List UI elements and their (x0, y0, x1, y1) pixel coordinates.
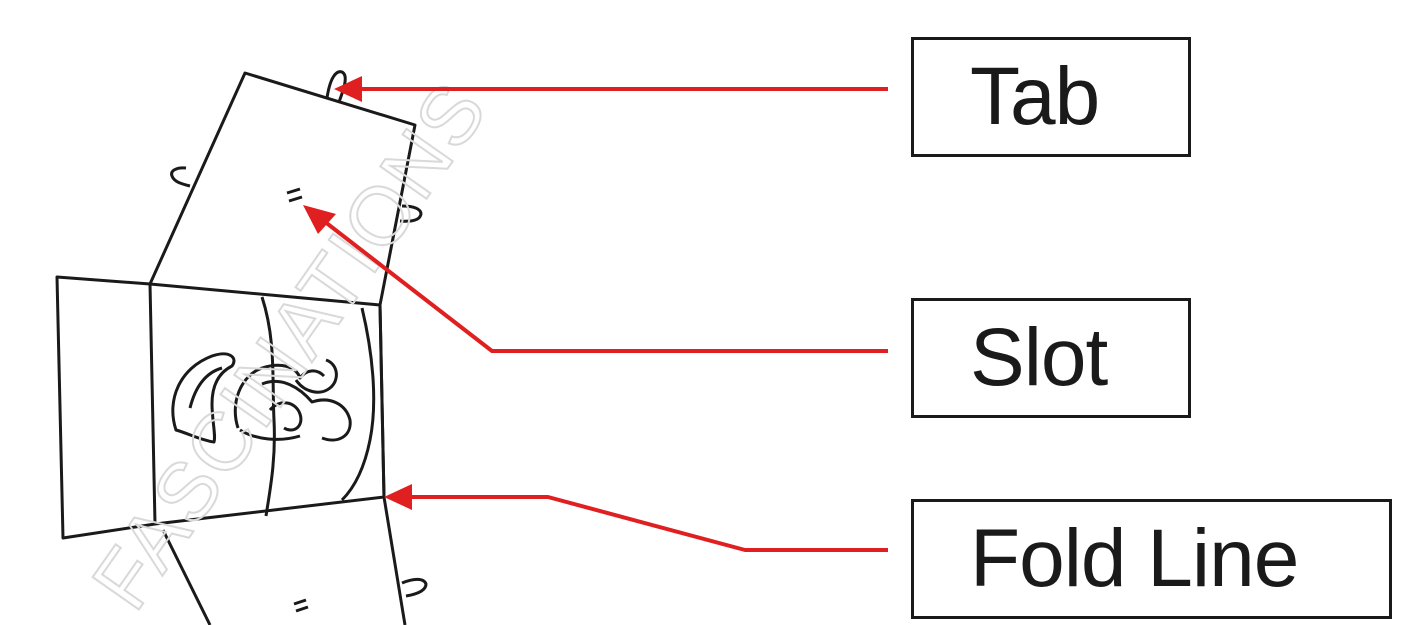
fold-line-arrow-line (404, 495, 888, 552)
left-side-tab (170, 166, 191, 188)
slot-mark-bottom (288, 195, 303, 203)
slot-label-box: Slot (911, 298, 1191, 418)
upper-panel (148, 70, 423, 306)
fold-line-label: Fold Line (970, 513, 1299, 604)
right-side-tab (399, 204, 423, 223)
fold-line-label-box: Fold Line (911, 499, 1392, 619)
right-fold-line (378, 304, 386, 498)
lower-panel-right-edge (382, 496, 407, 625)
artwork-swirl-top (294, 358, 338, 394)
tab-arrowhead (334, 76, 362, 102)
lower-slot-mark-bottom (295, 605, 309, 613)
arrows (318, 87, 888, 552)
artwork-swirl-outer (233, 363, 326, 429)
lower-panel-left-edge (161, 529, 212, 625)
artwork-hook-inner (188, 366, 223, 409)
upper-panel-outline (148, 71, 417, 306)
slot-label: Slot (970, 312, 1108, 403)
left-fold-line (148, 283, 157, 525)
slot-arrow-line (318, 216, 888, 353)
watermark: FASCINATIONS (75, 66, 505, 625)
slot-mark-top (286, 187, 301, 195)
artwork-swirl-base (239, 428, 301, 441)
artwork-swirl-mid (261, 379, 352, 442)
fold-line-arrowhead (384, 484, 412, 510)
tab-label: Tab (970, 51, 1100, 142)
lower-slot-mark-top (293, 598, 307, 606)
artwork-hook-left (171, 352, 236, 444)
arrowheads (303, 76, 412, 510)
lower-panel (161, 496, 428, 625)
lower-side-tab (401, 577, 428, 598)
artwork-swirl-inner (268, 401, 303, 432)
slot-arrowhead (303, 205, 336, 234)
inner-curve-center (260, 296, 276, 517)
tab-label-box: Tab (911, 37, 1191, 157)
inner-curve-right (340, 307, 376, 502)
